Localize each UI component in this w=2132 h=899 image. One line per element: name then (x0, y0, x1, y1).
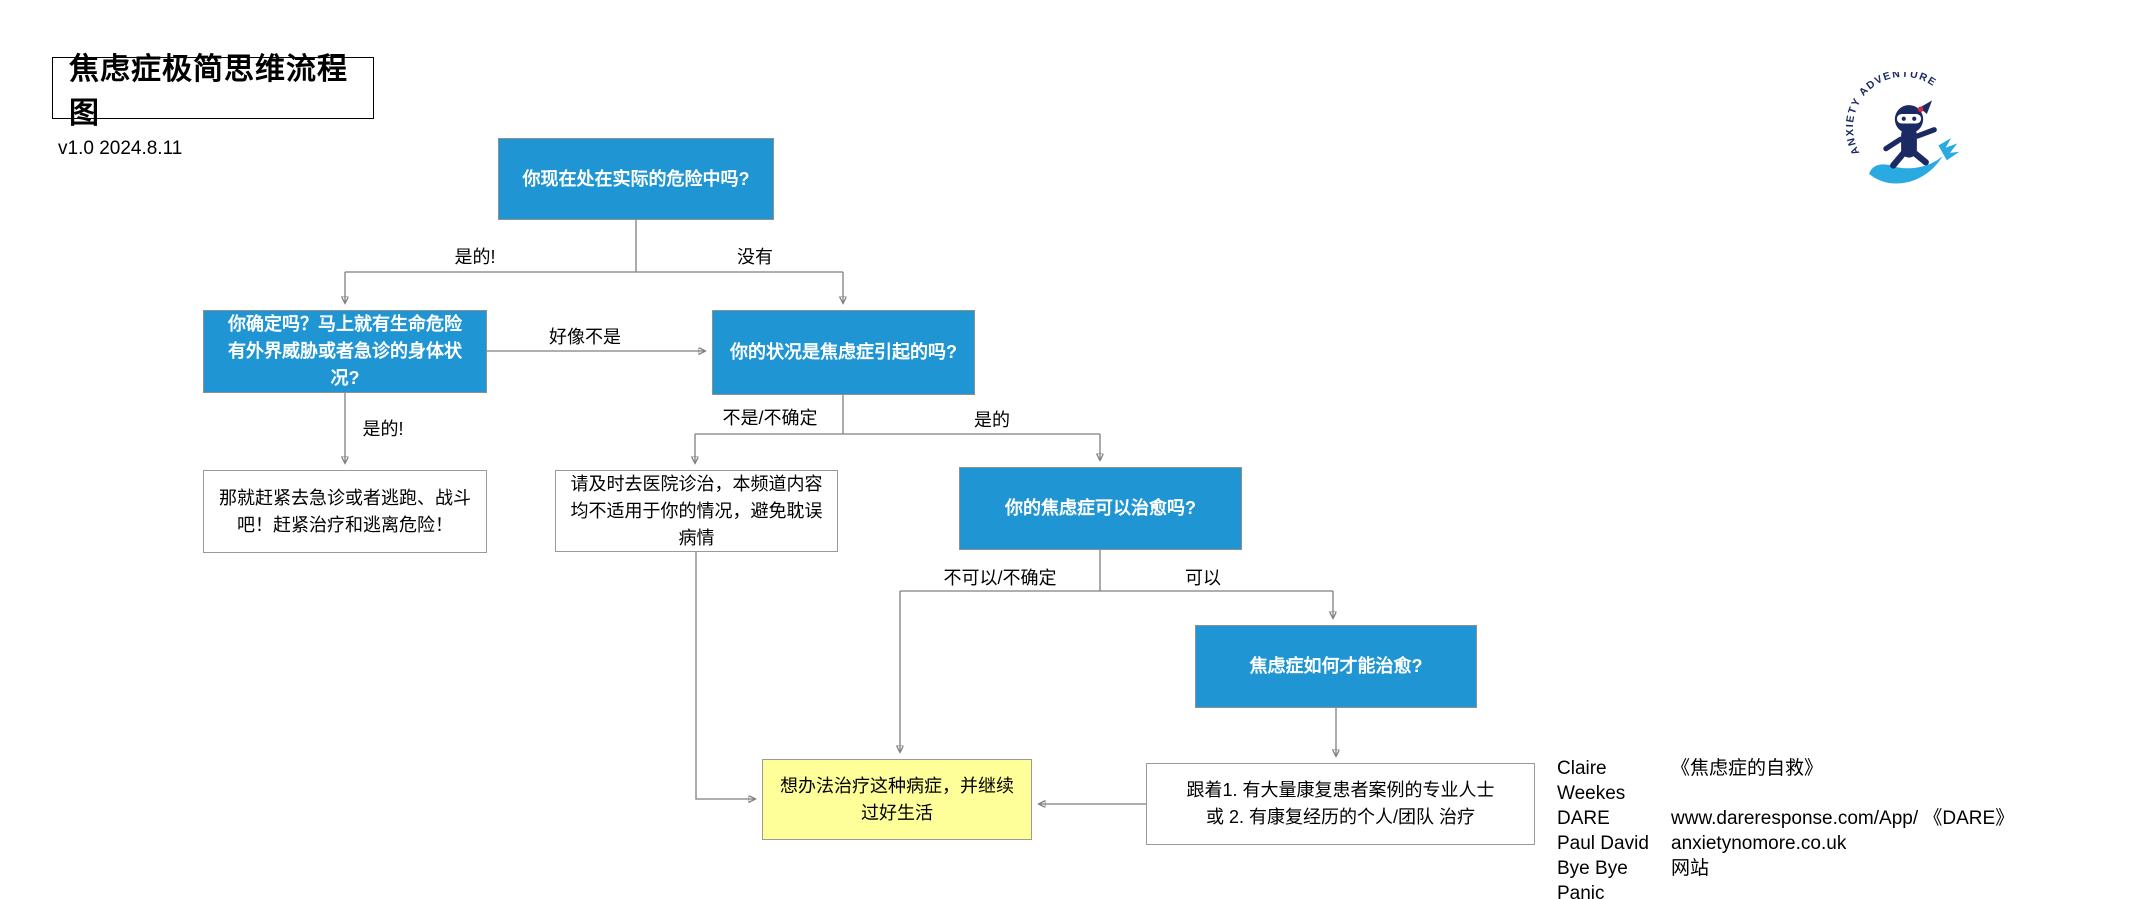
reference-resource: 《焦虑症的自救》 (1671, 758, 1824, 779)
reference-row: Claire Weekes 《焦虑症的自救》 (1557, 756, 2014, 806)
node-q-anxiety-cause: 你的状况是焦虑症引起的吗? (712, 310, 975, 395)
edge-label-yes-3: 是的 (974, 410, 1010, 430)
reference-name: Claire Weekes (1557, 758, 1626, 804)
ninja-icon (1883, 100, 1937, 169)
node-q-danger: 你现在处在实际的危险中吗? (498, 138, 774, 220)
reference-row: DARE www.dareresponse.com/App/ 《DARE》 (1557, 806, 2014, 831)
reference-row: Bye Bye Panic 网站 (1557, 856, 2014, 899)
edge-label-no-unsure: 不是/不确定 (722, 408, 818, 428)
reference-row: Paul David anxietynomore.co.uk (1557, 831, 2014, 856)
brand-logo: ANXIETY ADVENTURE (1846, 72, 1960, 184)
node-q-confirm: 你确定吗？马上就有生命危险 有外界威胁或者急诊的身体状况? (203, 310, 487, 393)
connector (695, 552, 755, 799)
reference-resource: www.dareresponse.com/App/ 《DARE》 (1671, 808, 2015, 829)
reference-list: Claire Weekes 《焦虑症的自救》 DARE www.dareresp… (1557, 756, 2014, 899)
edge-label-cannot-unsure: 不可以/不确定 (943, 568, 1057, 588)
reference-name: Bye Bye Panic (1557, 858, 1628, 899)
edge-label-yes-2: 是的! (362, 419, 404, 439)
node-act-hospital: 请及时去医院诊治，本频道内容均不适用于你的情况，避免耽误病情 (555, 470, 838, 552)
reference-name: Paul David (1557, 833, 1649, 854)
node-act-follow: 跟着1. 有大量康复患者案例的专业人士 或 2. 有康复经历的个人/团队 治疗 (1146, 763, 1535, 845)
node-q-curable: 你的焦虑症可以治愈吗? (959, 467, 1242, 550)
node-goal: 想办法治疗这种病症，并继续过好生活 (762, 759, 1032, 840)
edge-label-can: 可以 (1185, 568, 1221, 588)
edge-label-seems-not: 好像不是 (549, 327, 621, 347)
reference-resource: 网站 (1671, 858, 1710, 879)
edge-label-no-1: 没有 (737, 247, 773, 267)
node-act-emergency: 那就赶紧去急诊或者逃跑、战斗吧！赶紧治疗和逃离危险！ (203, 470, 487, 553)
edge-label-yes-1: 是的! (454, 247, 496, 267)
version-label: v1.0 2024.8.11 (58, 138, 183, 159)
reference-resource: anxietynomore.co.uk (1671, 833, 1847, 854)
wave-icon (1869, 138, 1960, 184)
reference-name: DARE (1557, 808, 1610, 829)
node-q-how-cure: 焦虑症如何才能治愈? (1195, 625, 1477, 708)
page-title: 焦虑症极简思维流程图 (52, 53, 374, 130)
